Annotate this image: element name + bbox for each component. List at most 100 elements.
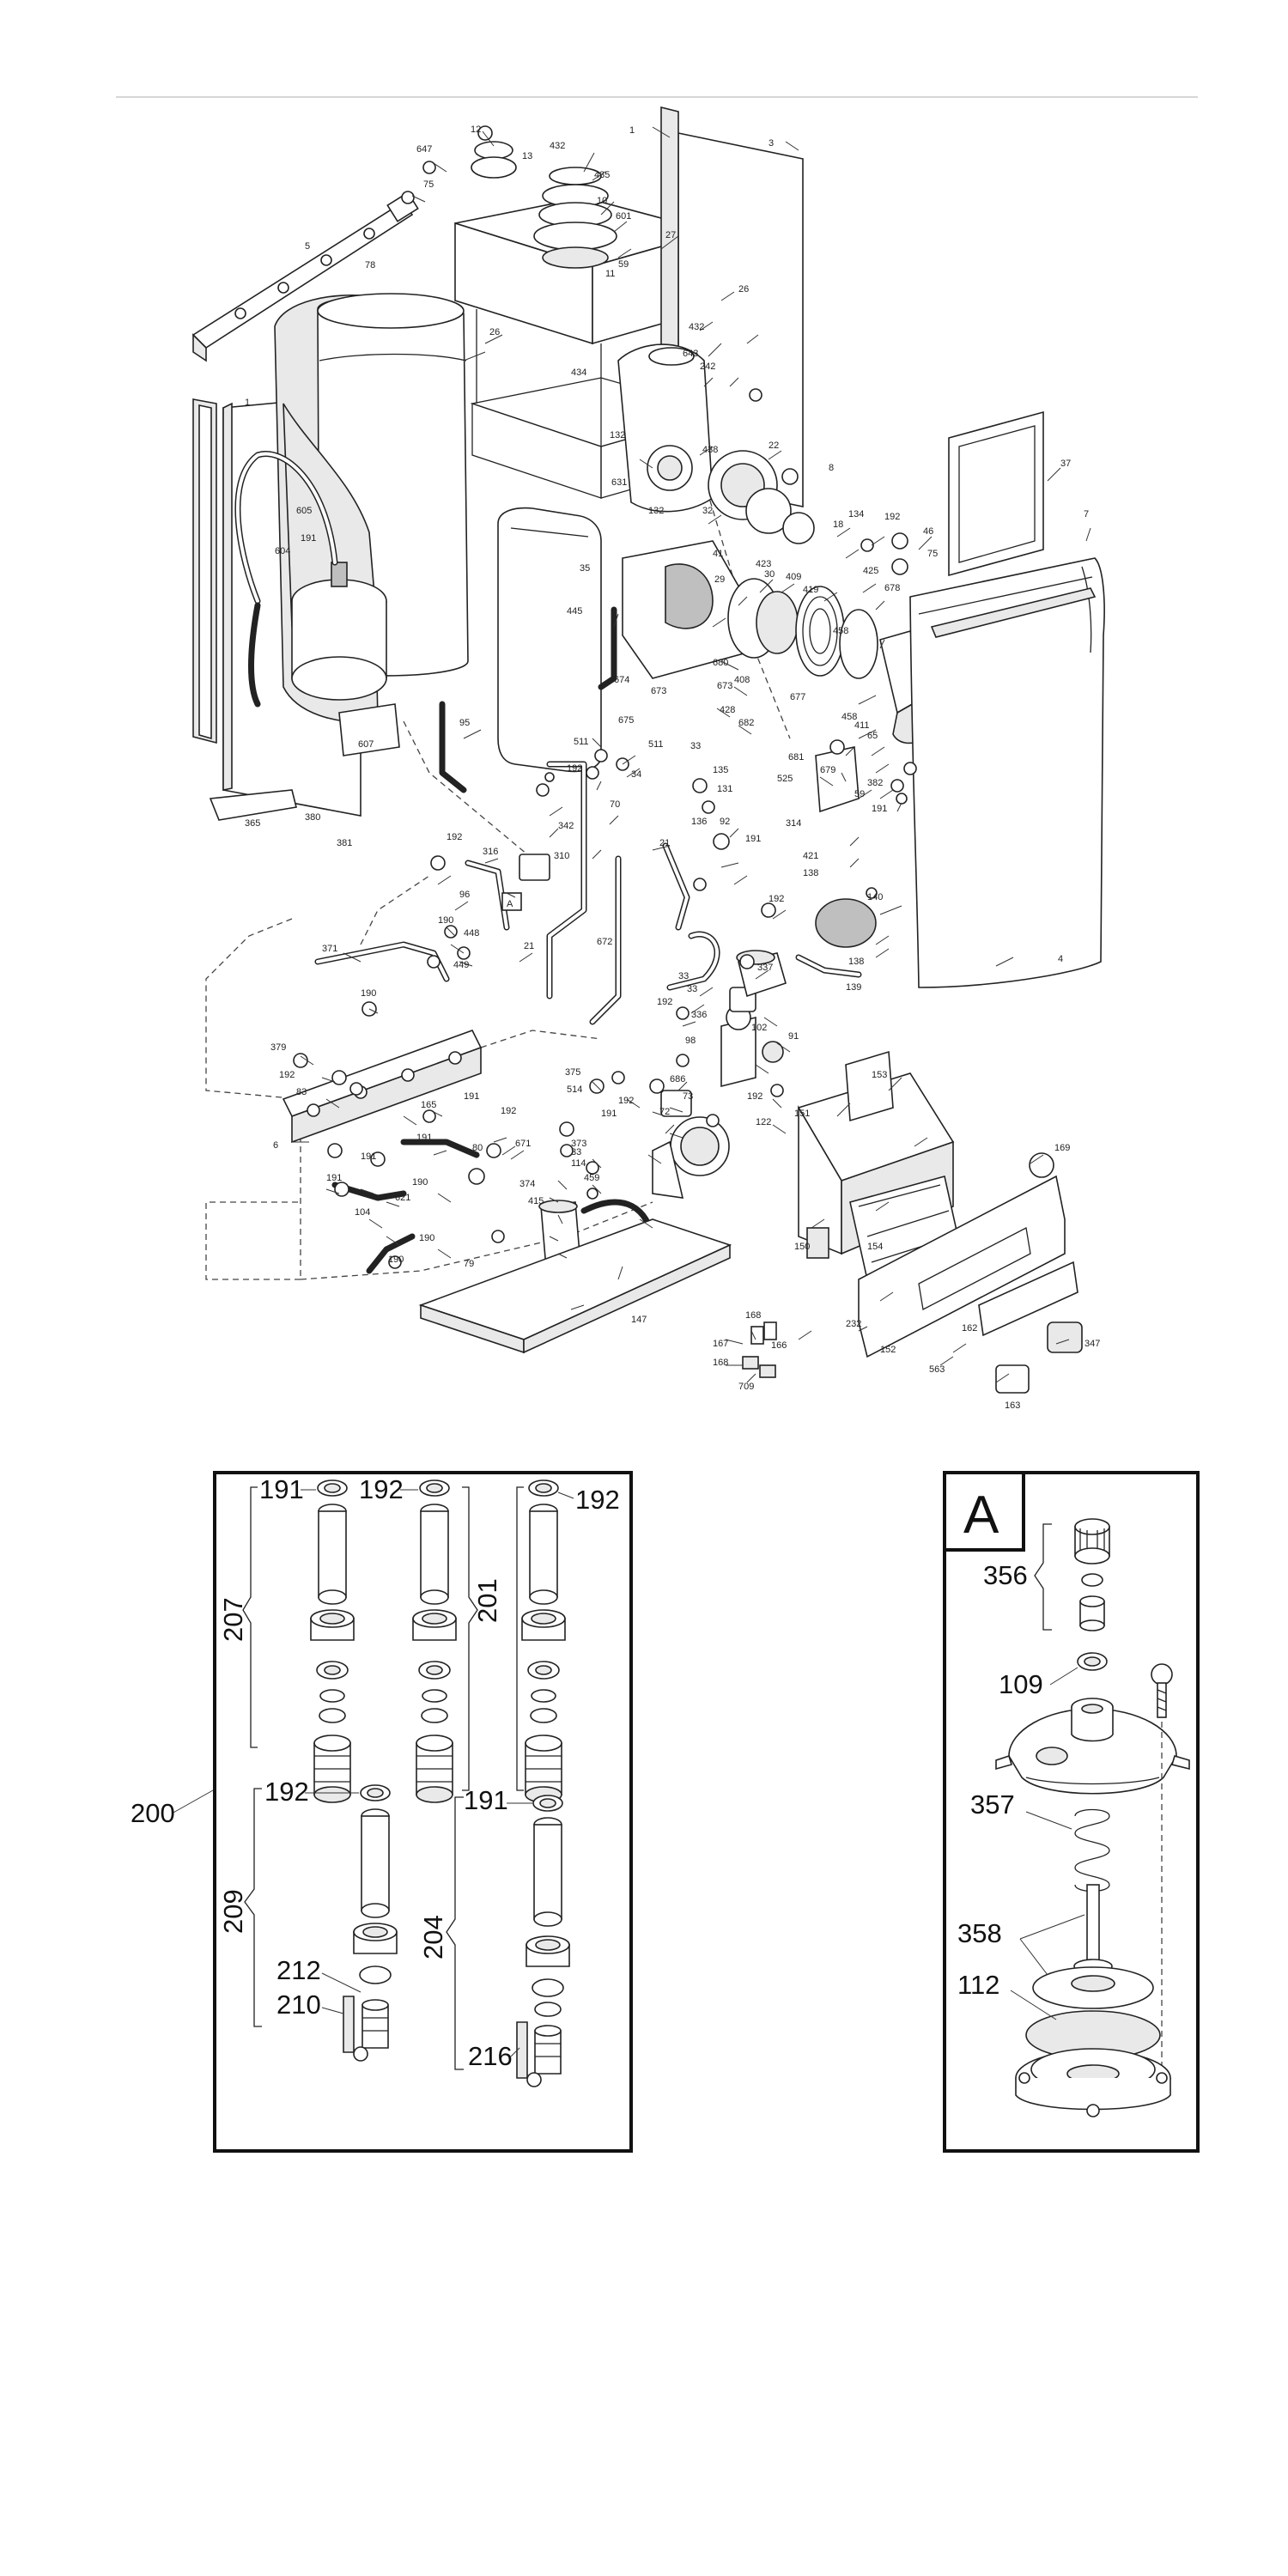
spring-357 bbox=[1074, 1808, 1110, 1893]
pipe-lower-left bbox=[366, 1233, 416, 1274]
label-122: 122 bbox=[756, 1117, 771, 1127]
pipe-upper-left bbox=[439, 701, 467, 793]
detail-a-357-label: 357 bbox=[970, 1789, 1015, 1820]
label-511b: 511 bbox=[648, 739, 664, 750]
label-136: 136 bbox=[691, 817, 707, 827]
label-153: 153 bbox=[872, 1070, 887, 1080]
main-part-labels: 12 13 647 75 1 3 432 435 10 601 27 59 11… bbox=[245, 125, 1100, 1411]
label-423: 423 bbox=[756, 559, 771, 569]
label-165: 165 bbox=[421, 1100, 436, 1110]
label-190a: 190 bbox=[438, 915, 453, 926]
small-fittings bbox=[293, 125, 917, 1269]
label-12: 12 bbox=[471, 125, 481, 135]
label-681: 681 bbox=[788, 752, 804, 762]
control-bracket bbox=[338, 703, 400, 756]
label-26a: 26 bbox=[489, 327, 500, 337]
label-75a: 75 bbox=[423, 179, 434, 190]
label-132a: 132 bbox=[610, 430, 625, 440]
label-415: 415 bbox=[528, 1196, 544, 1206]
label-605: 605 bbox=[296, 506, 312, 516]
label-4: 4 bbox=[1058, 954, 1063, 964]
label-709: 709 bbox=[738, 1382, 754, 1392]
flue-cap-ring bbox=[474, 141, 513, 160]
label-191g: 191 bbox=[361, 1151, 376, 1162]
kit-204-191-label: 191 bbox=[464, 1785, 508, 1815]
kit-box-frame bbox=[213, 1471, 633, 2153]
pipe-445 bbox=[598, 606, 617, 690]
label-33d: 33 bbox=[571, 1147, 581, 1157]
label-75b: 75 bbox=[927, 549, 938, 559]
label-1: 1 bbox=[629, 125, 635, 136]
kit-209: 209 192 212 210 bbox=[218, 1777, 398, 2062]
label-419: 419 bbox=[803, 585, 818, 595]
label-59a: 59 bbox=[618, 259, 629, 270]
label-2: 1 bbox=[245, 398, 250, 408]
kit-201-label: 201 bbox=[472, 1578, 502, 1623]
label-102: 102 bbox=[751, 1023, 767, 1033]
label-138a: 138 bbox=[803, 868, 818, 878]
label-191h: 191 bbox=[301, 533, 316, 544]
kit-right-192-label: 192 bbox=[575, 1485, 620, 1515]
label-80: 80 bbox=[472, 1143, 483, 1153]
label-458b: 458 bbox=[841, 712, 857, 722]
valve-body bbox=[720, 987, 784, 1088]
label-607: 607 bbox=[358, 739, 374, 750]
label-33c: 33 bbox=[687, 984, 697, 994]
label-647: 647 bbox=[416, 144, 432, 155]
label-191b: 191 bbox=[745, 834, 761, 844]
detail-a-356-label: 356 bbox=[983, 1560, 1028, 1590]
label-147: 147 bbox=[631, 1315, 647, 1325]
label-91: 91 bbox=[788, 1031, 799, 1042]
detail-a-109-label: 109 bbox=[999, 1669, 1043, 1699]
label-190c: 190 bbox=[412, 1177, 428, 1188]
regulator-housing bbox=[995, 1698, 1190, 1795]
pipe-80 bbox=[400, 1139, 480, 1158]
flexible-hose-lower bbox=[248, 602, 261, 708]
label-34: 34 bbox=[631, 769, 641, 780]
label-18: 18 bbox=[833, 519, 843, 530]
label-96: 96 bbox=[459, 890, 470, 900]
front-casing bbox=[909, 557, 1105, 988]
label-190b: 190 bbox=[361, 988, 376, 999]
front-top-trim bbox=[930, 587, 1097, 638]
label-26b: 26 bbox=[738, 284, 749, 295]
label-373: 373 bbox=[571, 1139, 586, 1149]
label-37: 37 bbox=[1060, 459, 1071, 469]
sensor-box bbox=[519, 854, 550, 881]
label-682: 682 bbox=[738, 718, 754, 728]
label-381: 381 bbox=[337, 838, 352, 848]
label-677: 677 bbox=[790, 692, 805, 702]
label-191a: 191 bbox=[872, 804, 887, 814]
kit-201-192-label: 192 bbox=[359, 1474, 404, 1504]
label-27: 27 bbox=[665, 230, 676, 240]
label-163: 163 bbox=[1005, 1400, 1020, 1411]
label-139: 139 bbox=[846, 982, 861, 993]
kit-201-right: 192 bbox=[516, 1479, 620, 1803]
label-678: 678 bbox=[884, 583, 900, 593]
callout-a-letter: A bbox=[507, 899, 513, 909]
kit-207-191-label: 191 bbox=[259, 1474, 304, 1504]
label-445: 445 bbox=[567, 606, 582, 617]
heat-exchanger-manifold bbox=[617, 343, 714, 513]
label-675: 675 bbox=[618, 715, 634, 726]
label-428: 428 bbox=[720, 705, 735, 715]
label-511a: 511 bbox=[574, 737, 589, 747]
label-41: 41 bbox=[713, 549, 723, 559]
label-673a: 673 bbox=[717, 681, 732, 691]
regulator-base bbox=[1015, 2048, 1171, 2117]
detail-a-112-label: 112 bbox=[957, 1970, 999, 2000]
heat-exchanger-spiral bbox=[795, 586, 878, 679]
label-72: 72 bbox=[659, 1107, 670, 1117]
label-673b: 673 bbox=[651, 686, 666, 696]
label-674: 674 bbox=[614, 675, 629, 685]
label-98: 98 bbox=[685, 1036, 696, 1046]
detail-a-letter-box bbox=[943, 1471, 1025, 1552]
label-114: 114 bbox=[571, 1158, 586, 1169]
side-panel-left bbox=[192, 398, 217, 744]
screw bbox=[1151, 1663, 1173, 1718]
label-365: 365 bbox=[245, 818, 260, 829]
label-73: 73 bbox=[683, 1091, 693, 1102]
label-679: 679 bbox=[820, 765, 835, 775]
label-192e: 192 bbox=[657, 997, 672, 1007]
label-22: 22 bbox=[769, 440, 779, 451]
